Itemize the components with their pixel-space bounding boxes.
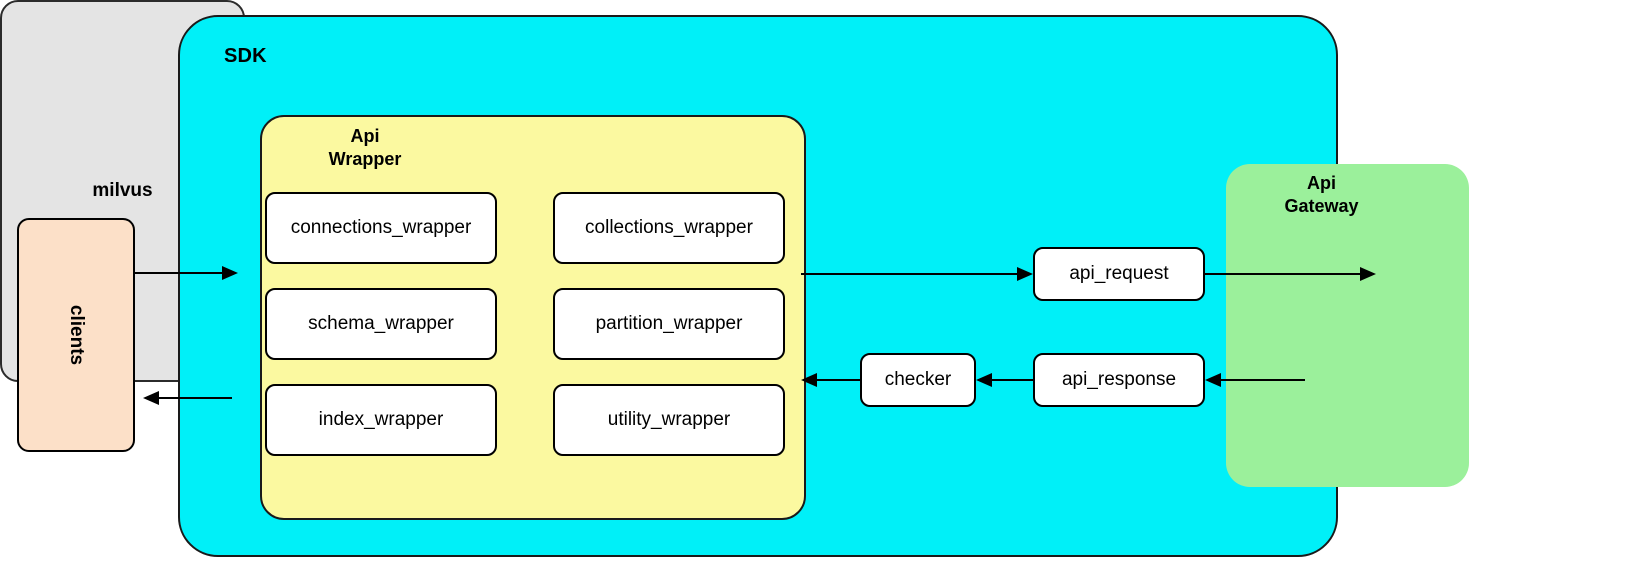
api-request-node[interactable]: api_request bbox=[1033, 247, 1205, 301]
module-label: utility_wrapper bbox=[607, 409, 731, 430]
clients-node[interactable]: clients bbox=[17, 218, 135, 452]
module-connections-wrapper[interactable]: connections_wrapper bbox=[265, 192, 497, 264]
api-request-label: api_request bbox=[1069, 263, 1169, 284]
module-label: schema_wrapper bbox=[308, 313, 454, 334]
module-label: index_wrapper bbox=[318, 409, 444, 430]
checker-node[interactable]: checker bbox=[860, 353, 976, 407]
api-gateway-label: Api Gateway bbox=[1284, 173, 1359, 216]
module-label: connections_wrapper bbox=[290, 217, 472, 238]
api-gateway-container[interactable]: Api Gateway bbox=[1226, 164, 1469, 487]
milvus-label: milvus bbox=[92, 180, 153, 201]
clients-label: clients bbox=[66, 304, 87, 366]
api-wrapper-label: Api Wrapper bbox=[328, 126, 402, 169]
module-label: partition_wrapper bbox=[595, 313, 743, 334]
checker-label: checker bbox=[884, 369, 952, 390]
module-partition-wrapper[interactable]: partition_wrapper bbox=[553, 288, 785, 360]
module-index-wrapper[interactable]: index_wrapper bbox=[265, 384, 497, 456]
module-label: collections_wrapper bbox=[585, 217, 753, 238]
sdk-label: SDK bbox=[224, 45, 267, 67]
api-response-label: api_response bbox=[1061, 369, 1177, 390]
api-response-node[interactable]: api_response bbox=[1033, 353, 1205, 407]
module-utility-wrapper[interactable]: utility_wrapper bbox=[553, 384, 785, 456]
module-schema-wrapper[interactable]: schema_wrapper bbox=[265, 288, 497, 360]
module-collections-wrapper[interactable]: collections_wrapper bbox=[553, 192, 785, 264]
